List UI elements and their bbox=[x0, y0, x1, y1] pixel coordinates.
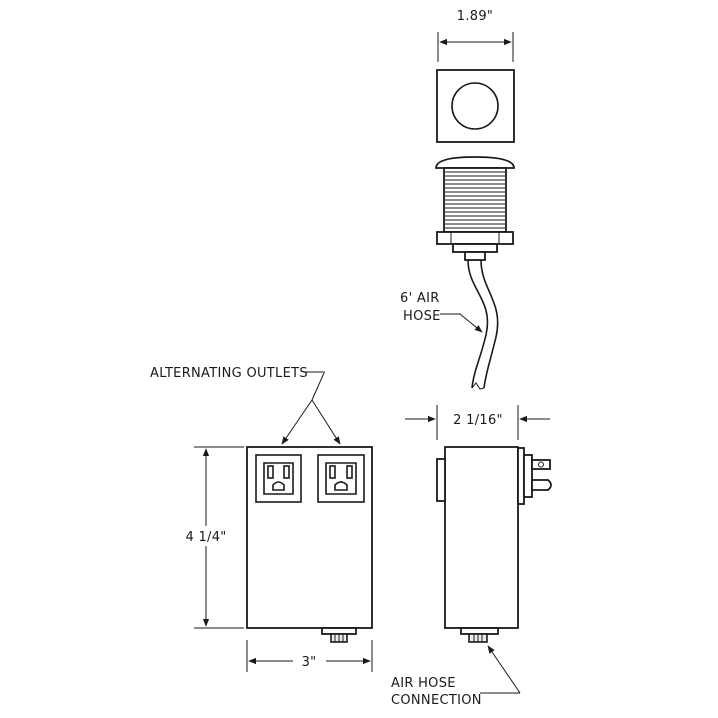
outlets-label: ALTERNATING OUTLETS bbox=[150, 366, 308, 381]
outlets-callout: ALTERNATING OUTLETS bbox=[150, 366, 341, 445]
top-width-label: 1.89" bbox=[457, 9, 493, 24]
side-depth-dimension: 2 1/16" bbox=[405, 405, 550, 440]
box-width-label: 3" bbox=[302, 655, 317, 670]
outlet-left bbox=[255, 454, 302, 503]
box-width-dimension: 3" bbox=[246, 640, 373, 672]
outlet-box-side-view bbox=[436, 446, 552, 643]
connection-label-line1: AIR HOSE bbox=[391, 676, 456, 691]
connection-callout: AIR HOSE CONNECTION bbox=[391, 645, 521, 708]
top-width-dimension: 1.89" bbox=[437, 9, 514, 62]
hose-label-line1: 6' AIR bbox=[400, 291, 440, 306]
hose-label-line2: HOSE bbox=[403, 309, 441, 324]
box-height-dimension: 4 1/4" bbox=[185, 446, 244, 629]
connection-label-line2: CONNECTION bbox=[391, 693, 482, 708]
hose-callout: 6' AIR HOSE bbox=[400, 291, 483, 333]
button-side-view bbox=[435, 156, 515, 261]
outlet-right bbox=[317, 454, 365, 503]
box-height-label: 4 1/4" bbox=[185, 530, 226, 545]
outlet-box-front-view bbox=[246, 446, 373, 643]
air-hose bbox=[467, 259, 499, 390]
side-depth-label: 2 1/16" bbox=[453, 413, 503, 428]
button-top-view bbox=[436, 69, 515, 143]
